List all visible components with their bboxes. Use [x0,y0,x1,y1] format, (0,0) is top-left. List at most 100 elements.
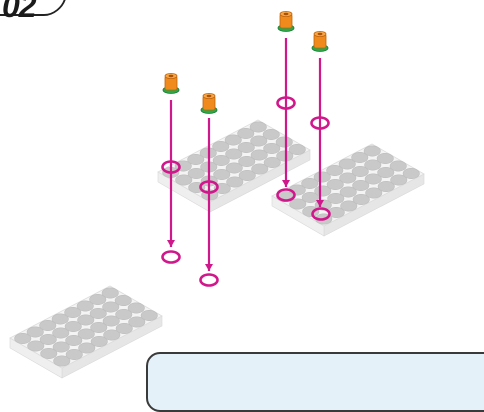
guide-line-3-arrowhead [282,180,290,187]
grid-plate-lower-hole [64,320,82,332]
grid-plate-lower-hole [90,335,108,347]
grid-plate-upper-left-hole [224,134,242,146]
grid-plate-upper-left-hole [249,121,267,133]
grid-plate-right-hole [352,194,370,206]
grid-plate-right-hole [390,174,408,186]
grid-plate-upper-left-hole [187,168,205,180]
grid-plate-upper-left-hole [250,149,268,161]
guide-line-3 [282,38,290,187]
grid-plate-right-hole [314,185,332,197]
grid-plate-lower-hole [103,329,121,341]
guide-line-2-arrowhead [205,264,213,271]
grid-plate-right-hole [301,192,319,204]
grid-plate-lower-hole [27,340,45,352]
assembly-illustration [9,10,425,379]
grid-plate-right-hole [364,159,382,171]
grid-plate-upper-left-hole [225,148,243,160]
guide-line-2 [205,118,213,271]
grid-plate-lower-hole [53,355,71,367]
grid-plate-lower-hole [39,333,57,345]
grid-plate-lower-hole [101,287,119,299]
grid-plate-upper-left-hole [226,176,244,188]
guide-line-4-arrowhead [316,200,324,207]
grid-plate-upper-left-hole [238,156,256,168]
grid-plate-lower-hole [114,294,132,306]
grid-plate-right-hole [326,179,344,191]
orange-peg-1 [162,73,180,94]
grid-plate-lower-hole [52,341,70,353]
grid-plate-right-hole [289,198,307,210]
orange-peg-3 [277,10,295,32]
grid-plate-lower-hole [76,300,94,312]
grid-plate-right-hole [365,187,383,199]
orange-peg-3-hole [283,12,289,16]
grid-plate-right-hole [339,172,357,184]
grid-plate-right-hole [377,167,395,179]
grid-plate-lower-hole [127,302,145,314]
grid-plate-lower-hole [77,314,95,326]
grid-plate-upper-left-hole [275,136,293,148]
grid-plate-right-hole [351,166,369,178]
grid-plate-upper-left-hole [263,143,281,155]
grid-plate-right-hole [376,153,394,165]
grid-plate-lower [9,285,163,379]
grid-plate-right-hole [313,171,331,183]
grid-plate-right-hole [364,173,382,185]
grid-plate-right-hole [351,152,369,164]
grid-plate-lower-hole [102,301,120,313]
orange-peg-4-hole [317,32,323,36]
orange-peg-4 [311,30,329,52]
grid-plate-lower-hole [115,308,133,320]
grid-plate-lower-hole [140,309,158,321]
grid-plate-right-hole [363,145,381,157]
grid-plate-right-hole [339,186,357,198]
grid-plate-right [271,143,425,237]
grid-plate-lower-hole [52,327,70,339]
grid-plate-upper-left-hole [276,150,294,162]
grid-plate-lower-hole [102,315,120,327]
grid-plate-lower-hole [89,307,107,319]
grid-plate-upper-left-hole [237,142,255,154]
grid-plate-upper-left-hole [288,144,306,156]
orange-peg-2 [200,93,218,114]
grid-plate-upper-left-hole [187,154,205,166]
grid-plate-lower-hole [65,334,83,346]
info-box [146,352,484,412]
grid-plate-lower-hole [14,332,32,344]
grid-plate-upper-left-hole [225,162,243,174]
grid-plate-lower-hole [40,347,58,359]
grid-plate-upper-left-hole [175,174,193,186]
grid-plate-upper-left-hole [263,157,281,169]
grid-plate-upper-left-hole [262,129,280,141]
grid-plate-lower-hole [51,313,69,325]
grid-plate-upper-left-hole [237,128,255,140]
grid-plate-right-hole [377,181,395,193]
orange-peg-1-hole [168,74,174,78]
grid-plate-right-hole [389,160,407,172]
grid-plate-right-hole [352,180,370,192]
grid-plate-lower-hole [26,326,44,338]
grid-plate-lower-hole [128,316,146,328]
grid-plate-right-hole [338,158,356,170]
grid-plate-upper-left-hole [213,169,231,181]
grid-plate-upper-left-hole [250,135,268,147]
grid-plate-right-hole [326,165,344,177]
grid-plate-right-hole [402,168,420,180]
grid-plate-upper-left-hole [212,141,230,153]
grid-plate-lower-hole [78,342,96,354]
grid-plate-lower-hole [90,321,108,333]
guide-line-4 [316,58,324,207]
grid-plate-lower-hole [115,322,133,334]
target-ring [161,250,181,264]
step-number: 02 [2,0,37,24]
guide-line-1 [167,100,175,247]
grid-plate-upper-left-hole [212,155,230,167]
target-ring [276,188,296,202]
grid-plate-upper-left-hole [238,170,256,182]
orange-peg-2-hole [206,94,212,98]
grid-plate-lower-hole [65,348,83,360]
grid-plate-lower-hole [39,319,57,331]
guide-line-1-arrowhead [167,240,175,247]
grid-plate-right-hole [340,200,358,212]
grid-plate-lower-hole [64,306,82,318]
